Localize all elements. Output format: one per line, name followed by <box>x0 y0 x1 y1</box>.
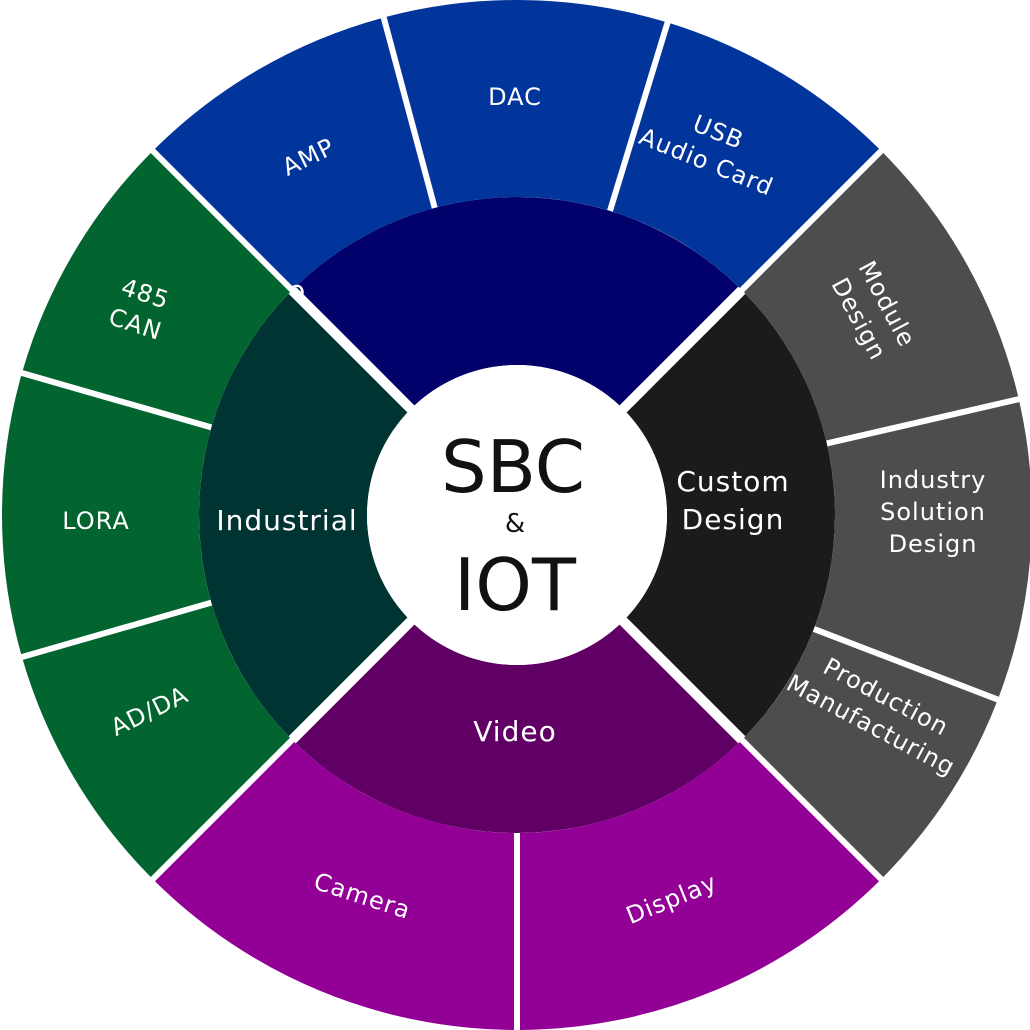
center-hub: SBC & IOT <box>367 365 667 665</box>
outer-segment-audio-1 <box>386 0 665 211</box>
center-circle <box>367 365 667 665</box>
item-label-line: Industry <box>880 466 987 494</box>
outer-segment-industrial-0 <box>22 605 291 878</box>
center-ampersand: & <box>505 509 525 539</box>
center-title-sbc: SBC <box>441 425 585 509</box>
inner-segment-audio <box>295 196 739 406</box>
sector-label-line: Design <box>682 503 785 536</box>
item-label-line: Design <box>889 530 978 558</box>
sector-label-line: Industrial <box>216 504 357 537</box>
item-label-industrial-1: LORA <box>62 507 130 535</box>
center-title-iot: IOT <box>454 543 577 627</box>
item-label-line: DAC <box>488 83 542 111</box>
outer-segment-video-0 <box>519 741 880 1030</box>
outer-segment-video-1 <box>154 741 515 1030</box>
inner-segment-industrial <box>198 293 408 737</box>
outer-segment-audio-0 <box>154 18 432 289</box>
sector-label-line: Custom <box>676 465 789 498</box>
item-label-line: LORA <box>62 507 130 535</box>
outer-segment-custom-design-0 <box>743 152 1019 441</box>
outer-segment-custom-design-2 <box>743 631 997 878</box>
outer-segment-industrial-1 <box>1 375 211 655</box>
outer-segment-industrial-2 <box>22 152 291 425</box>
outer-segment-custom-design-1 <box>814 402 1030 697</box>
inner-segment-video <box>295 624 739 833</box>
inner-segment-custom-design <box>626 293 835 737</box>
item-label-audio-1: DAC <box>488 83 542 111</box>
sector-audio: AudioAMPDACUSBAudio Card <box>154 0 880 406</box>
sector-label-video: Video <box>473 715 556 748</box>
item-label-line: Solution <box>880 498 986 526</box>
sector-label-industrial: Industrial <box>216 504 357 537</box>
outer-segment-audio-2 <box>612 23 880 289</box>
sector-label-line: Video <box>473 715 556 748</box>
